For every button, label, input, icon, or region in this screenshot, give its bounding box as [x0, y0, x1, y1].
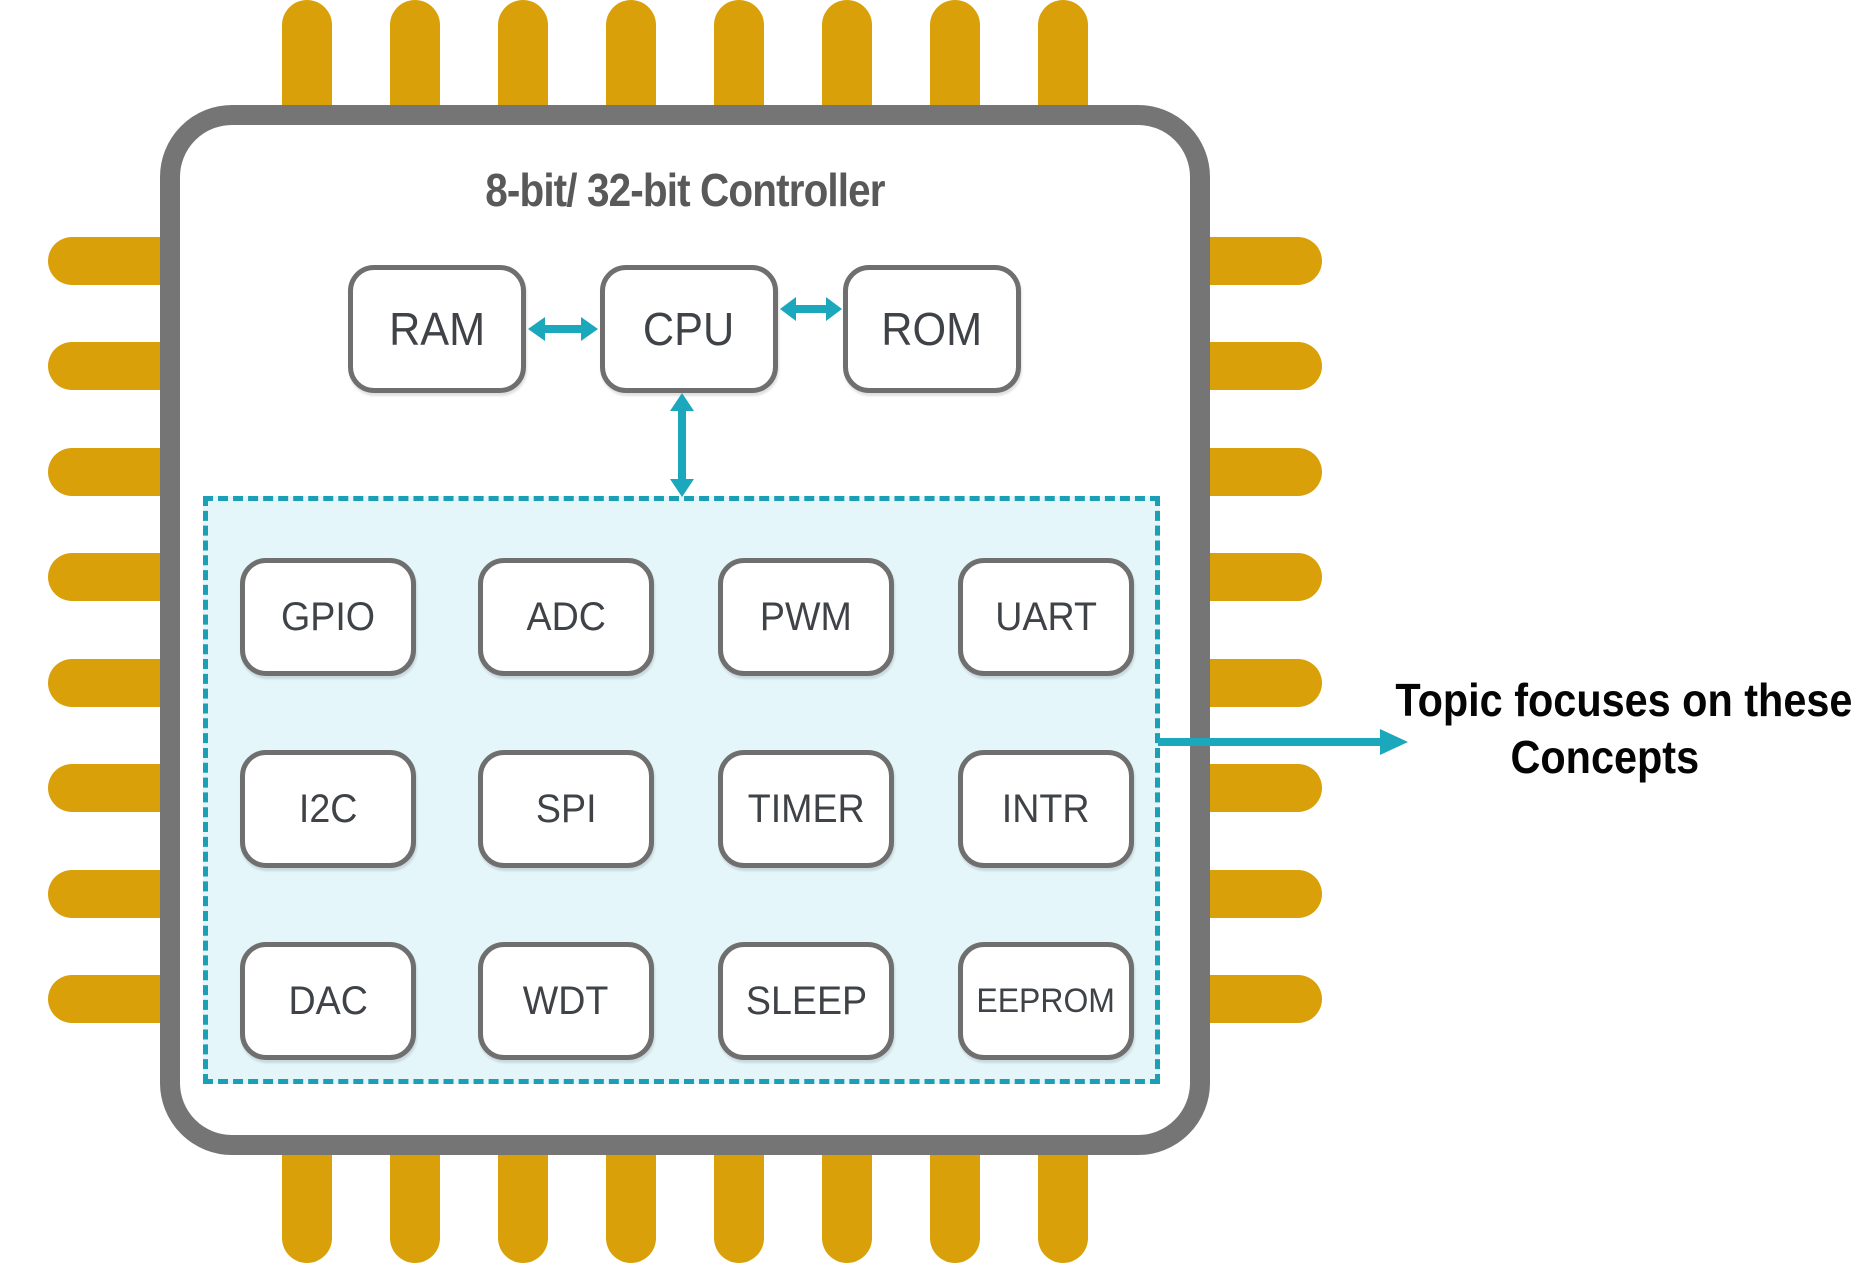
peripheral-box-eeprom: EEPROM — [958, 942, 1134, 1060]
chip-pin — [48, 342, 180, 391]
chip-pin — [930, 1135, 980, 1263]
cpu-label: CPU — [643, 303, 735, 355]
annotation-line1: Topic focuses on these — [1395, 674, 1853, 726]
chip-pin — [1190, 342, 1322, 391]
peripheral-box-i2c: I2C — [240, 750, 416, 868]
peripheral-box-sleep: SLEEP — [718, 942, 894, 1060]
cpu-peripherals-double-arrow-icon — [670, 393, 694, 497]
chip-title: 8-bit/ 32-bit Controller — [160, 163, 1210, 217]
chip-package: 8-bit/ 32-bit Controller RAM CPU ROM — [48, 0, 1322, 1263]
chip-pin — [714, 1135, 764, 1263]
annotation-arrow-icon — [1158, 729, 1408, 755]
peripheral-box-intr: INTR — [958, 750, 1134, 868]
ram-box: RAM — [348, 265, 526, 393]
peripheral-box-wdt: WDT — [478, 942, 654, 1060]
chip-pin — [1190, 553, 1322, 602]
peripheral-box-spi: SPI — [478, 750, 654, 868]
ram-label: RAM — [388, 303, 486, 355]
chip-pin — [48, 869, 180, 918]
chip-pin — [1190, 974, 1322, 1023]
intr-label: INTR — [1002, 786, 1090, 831]
adc-label: ADC — [526, 594, 606, 639]
chip-pins-right — [1190, 237, 1322, 1023]
chip-pin — [1190, 869, 1322, 918]
peripheral-box-pwm: PWM — [718, 558, 894, 676]
chip-pin — [1190, 447, 1322, 496]
spi-label: SPI — [535, 786, 597, 831]
chip-pin — [1038, 1135, 1088, 1263]
chip-title-text: 8-bit/ 32-bit Controller — [485, 164, 885, 216]
chip-pin — [1190, 658, 1322, 707]
rom-label: ROM — [881, 303, 983, 355]
annotation-text: Topic focuses on these Concepts — [1370, 672, 1852, 786]
chip-pin — [1190, 764, 1322, 813]
chip-pins-bottom — [282, 1135, 1088, 1263]
timer-label: TIMER — [747, 786, 865, 831]
chip-pins-left — [48, 237, 180, 1023]
chip-pin — [498, 1135, 548, 1263]
dac-label: DAC — [288, 978, 368, 1023]
chip-pin — [48, 974, 180, 1023]
cpu-rom-double-arrow-icon — [780, 297, 842, 321]
peripheral-box-dac: DAC — [240, 942, 416, 1060]
rom-box: ROM — [843, 265, 1021, 393]
eeprom-label: EEPROM — [976, 981, 1116, 1020]
chip-pin — [48, 764, 180, 813]
chip-pin — [606, 1135, 656, 1263]
peripheral-box-uart: UART — [958, 558, 1134, 676]
chip-pin — [48, 658, 180, 707]
pwm-label: PWM — [760, 594, 852, 639]
annotation-line2: Concepts — [1510, 731, 1700, 783]
sleep-label: SLEEP — [745, 978, 867, 1023]
chip-pin — [48, 237, 180, 285]
ram-cpu-double-arrow-icon — [528, 317, 598, 341]
cpu-box: CPU — [600, 265, 778, 393]
chip-pin — [48, 553, 180, 602]
peripheral-box-adc: ADC — [478, 558, 654, 676]
chip-pin — [48, 447, 180, 496]
i2c-label: I2C — [298, 786, 358, 831]
chip-pin — [822, 1135, 872, 1263]
wdt-label: WDT — [523, 978, 609, 1023]
peripheral-box-timer: TIMER — [718, 750, 894, 868]
peripheral-box-gpio: GPIO — [240, 558, 416, 676]
uart-label: UART — [995, 594, 1097, 639]
chip-pin — [282, 1135, 332, 1263]
chip-pin — [390, 1135, 440, 1263]
chip-pin — [1190, 237, 1322, 285]
gpio-label: GPIO — [280, 594, 376, 639]
